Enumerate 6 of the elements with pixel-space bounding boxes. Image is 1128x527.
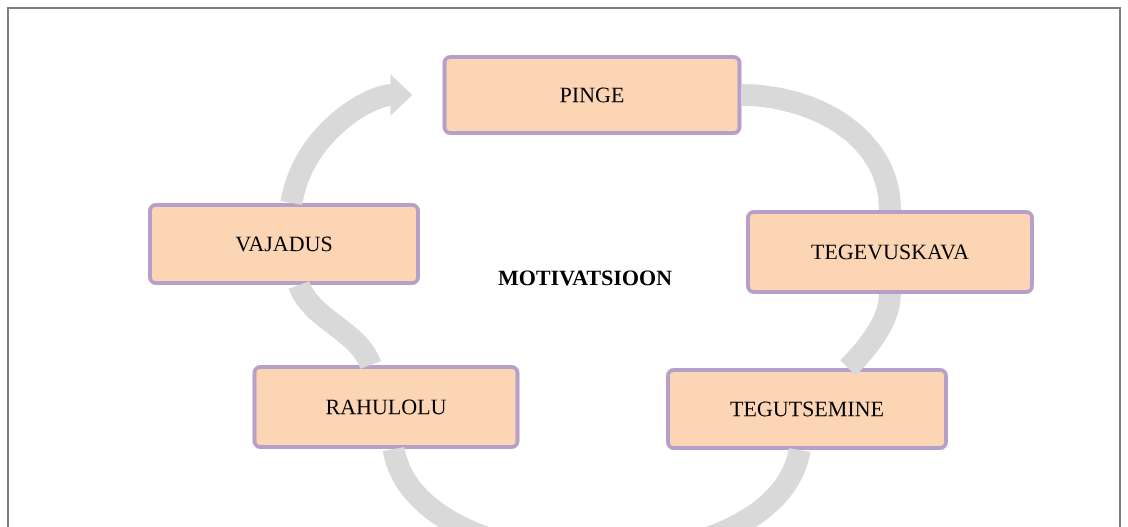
process-box: RAHULOLU [252, 365, 520, 449]
process-box: TEGUTSEMINE [666, 368, 948, 450]
center-label: MOTIVATSIOON [498, 270, 672, 286]
process-box: PINGE [442, 55, 742, 135]
process-box: VAJADUS [148, 203, 420, 285]
process-box: TEGEVUSKAVA [746, 210, 1034, 294]
